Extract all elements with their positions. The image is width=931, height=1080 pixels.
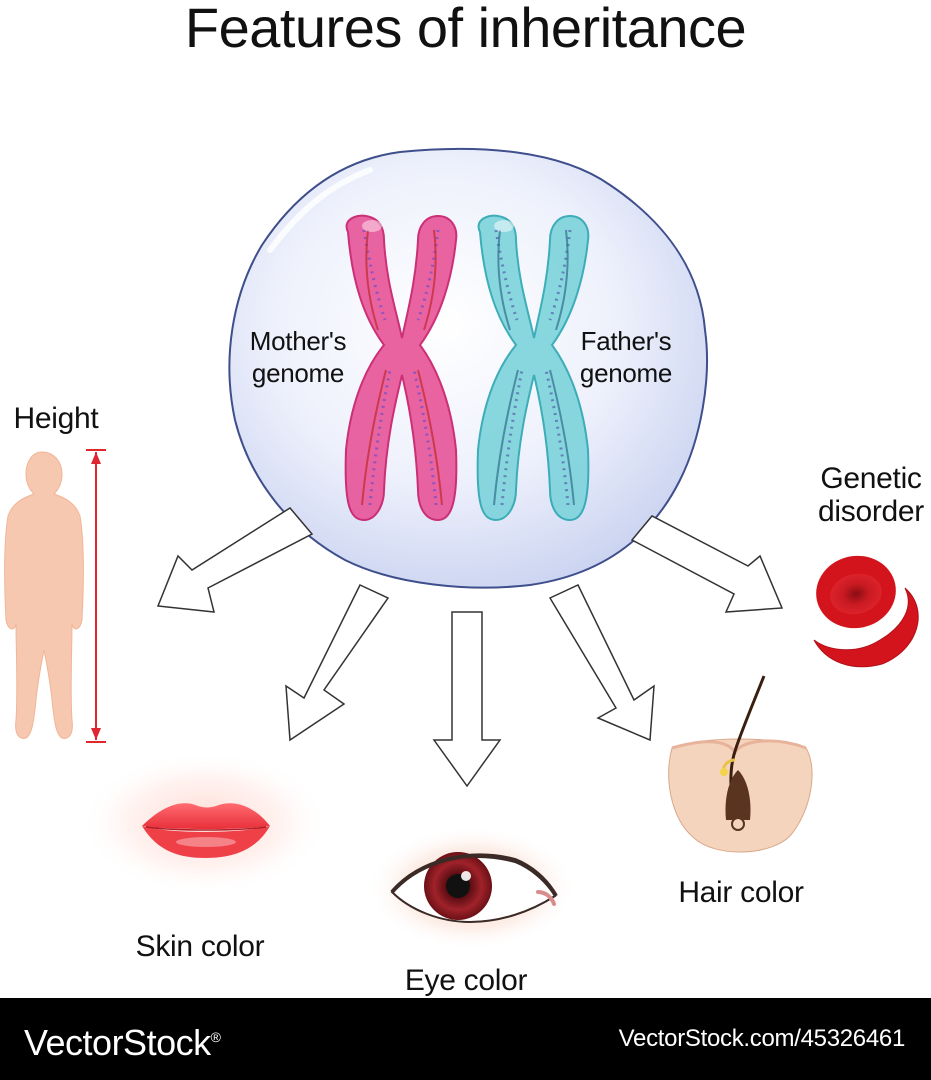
arrow-to-eye — [432, 611, 502, 788]
sickle-cell-icon — [813, 587, 919, 668]
hair-color-label: Hair color — [678, 876, 804, 909]
registered-mark: ® — [210, 1029, 221, 1045]
height-arrow — [86, 449, 106, 743]
human-figure-icon — [4, 451, 84, 739]
stock-id: VectorStock.com/45326461 — [618, 1025, 906, 1052]
hair-follicle-icon — [668, 675, 813, 853]
height-label: Height — [13, 402, 99, 435]
eye-icon — [367, 826, 577, 950]
red-blood-cell-icon — [816, 555, 896, 629]
mother-chromosome — [344, 214, 458, 522]
arrow-to-height — [156, 507, 314, 613]
mother-genome-label: Mother's genome — [249, 326, 347, 388]
arrow-to-disorder — [630, 515, 784, 613]
eye-color-label: Eye color — [404, 964, 528, 997]
lips-icon — [80, 751, 330, 895]
brand-text: VectorStock — [24, 1022, 211, 1063]
diagram-canvas — [4, 147, 919, 950]
genetic-disorder-label: Genetic disorder — [818, 462, 924, 528]
vectorstock-logo: VectorStock® — [24, 1015, 221, 1065]
father-genome-label: Father's genome — [579, 326, 673, 388]
skin-color-label: Skin color — [135, 930, 265, 963]
father-chromosome — [476, 214, 590, 522]
page-title: Features of inheritance — [184, 0, 747, 59]
arrow-to-skin — [285, 584, 390, 742]
arrows — [156, 507, 784, 788]
footer-bar — [0, 998, 931, 1080]
arrow-to-hair — [548, 584, 655, 742]
